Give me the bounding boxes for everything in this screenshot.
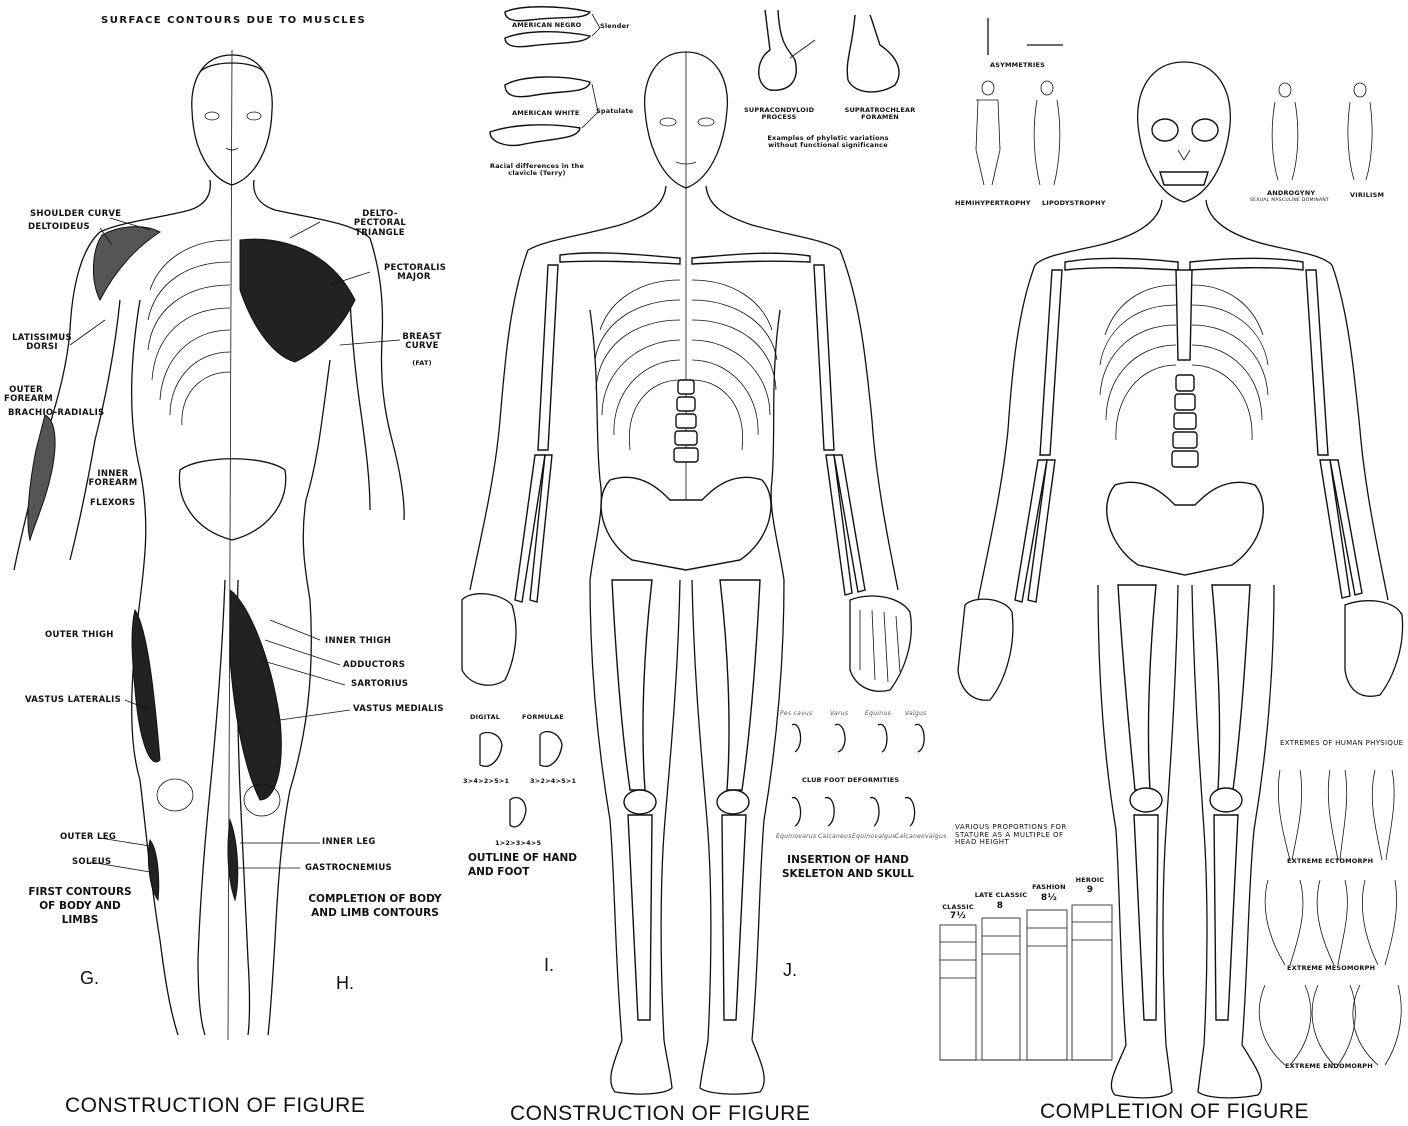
label-pectoralis: PECTORALIS MAJOR [384,264,444,283]
label-formulae: FORMULAE [522,714,564,721]
caption-insertion: INSERTION OF HAND SKELETON AND SKULL [768,853,928,881]
canon-fashion-value: 8½ [1029,894,1069,904]
caption-construction-middle: CONSTRUCTION OF FIGURE [510,1102,810,1126]
canon-late-classic-name: LATE CLASSIC [972,892,1030,899]
label-formula-3: 1>2>3>4>5 [495,840,541,847]
label-mesomorph: EXTREME MESOMORPH [1287,965,1375,972]
foot-type-1: Pes cavus [780,711,813,718]
label-adductors: ADDUCTORS [343,661,405,670]
canon-classic-value: 7½ [938,912,978,922]
plate-top-title: SURFACE CONTOURS DUE TO MUSCLES [101,15,366,26]
canon-heroic-value: 9 [1070,886,1110,896]
canon-heroic-name: HEROIC [1070,877,1110,884]
label-lipodystrophy: LIPODYSTROPHY [1042,200,1106,207]
label-soleus: SOLEUS [72,858,111,867]
label-extremes: EXTREMES OF HUMAN PHYSIQUE [1280,740,1403,748]
panel-letter-g: G. [80,968,99,989]
caption-first-contours: FIRST CONTOURS OF BODY AND LIMBS [20,885,140,928]
label-endomorph: EXTREME ENDOMORPH [1285,1063,1373,1070]
label-outer-leg: OUTER LEG [60,833,116,842]
label-ectomorph: EXTREME ECTOMORPH [1287,858,1373,865]
label-inner-thigh: INNER THIGH [325,637,391,646]
label-hemihypertrophy: HEMIHYPERTROPHY [955,200,1031,207]
label-formula-1: 3>4>2>5>1 [463,778,509,785]
label-shoulder-curve: SHOULDER CURVE [30,210,121,219]
label-flexors: FLEXORS [90,499,135,508]
label-proportions: VARIOUS PROPORTIONS FOR STATURE AS A MUL… [955,824,1075,847]
label-androgyny-sub: SEXUAL MASCULINE DOMINANT [1250,199,1329,204]
label-breast-curve: BREAST CURVE [400,333,444,352]
label-delto-pectoral: DELTO-PECTORAL TRIANGLE [342,210,418,238]
label-inner-forearm: INNER FOREARM [88,470,138,489]
label-vastus-medialis: VASTUS MEDIALIS [353,705,444,714]
caption-clavicle: Racial differences in the clavicle (Terr… [482,163,592,177]
label-american-white: AMERICAN WHITE [512,110,580,117]
foot-type-2: Varus [830,711,848,718]
label-latissimus: LATISSIMUS DORSI [12,334,72,353]
caption-completion-contours: COMPLETION OF BODY AND LIMB CONTOURS [295,892,455,920]
label-slender: Slender [600,23,630,30]
label-club-foot: CLUB FOOT DEFORMITIES [802,777,899,784]
label-outer-thigh: OUTER THIGH [45,631,114,640]
label-deltoideus: DELTOIDEUS [28,223,90,232]
label-supracondyloid: SUPRACONDYLOID PROCESS [744,107,814,121]
label-virilism: VIRILISM [1350,192,1384,199]
label-sartorius: SARTORIUS [351,680,408,689]
label-spatulate: Spatulate [596,108,633,115]
label-formula-2: 3>2>4>5>1 [530,778,576,785]
panel-letter-h: H. [336,973,354,994]
label-digital: DIGITAL [470,714,500,721]
caption-outline-hand-foot: OUTLINE OF HAND AND FOOT [468,851,583,879]
foot-type-3: Equinus [865,711,891,718]
foot-type-b3: Equinovalgus [852,834,896,841]
panel-letter-i: I. [544,955,554,976]
caption-construction-left: CONSTRUCTION OF FIGURE [65,1094,365,1118]
canon-late-classic-value: 8 [980,902,1020,912]
label-asymmetries: ASYMMETRIES [990,62,1045,69]
canon-fashion-name: FASHION [1027,884,1071,891]
label-androgyny: ANDROGYNY [1267,190,1315,197]
panel-letter-j: J. [783,960,797,981]
label-brachioradialis: BRACHIO-RADIALIS [8,409,104,418]
label-american-negro: AMERICAN NEGRO [512,22,581,29]
label-inner-leg: INNER LEG [322,838,376,847]
foot-type-b1: Equinovarus [776,834,816,841]
caption-completion: COMPLETION OF FIGURE [1040,1100,1309,1124]
caption-humerus: Examples of phyletic variations without … [758,135,898,149]
label-fat: (FAT) [400,360,444,367]
label-vastus-lateralis: VASTUS LATERALIS [25,696,121,705]
figure-completion [940,18,1403,1098]
label-outer-forearm: OUTER FOREARM [4,386,48,405]
foot-type-b4: Calcaneovalgus [895,834,947,841]
foot-type-b2: Calcaneus [818,834,852,841]
label-gastrocnemius: GASTROCNEMIUS [305,864,392,873]
label-supratrochlear: SUPRATROCHLEAR FORAMEN [840,107,920,121]
foot-type-4: Valgus [905,711,927,718]
